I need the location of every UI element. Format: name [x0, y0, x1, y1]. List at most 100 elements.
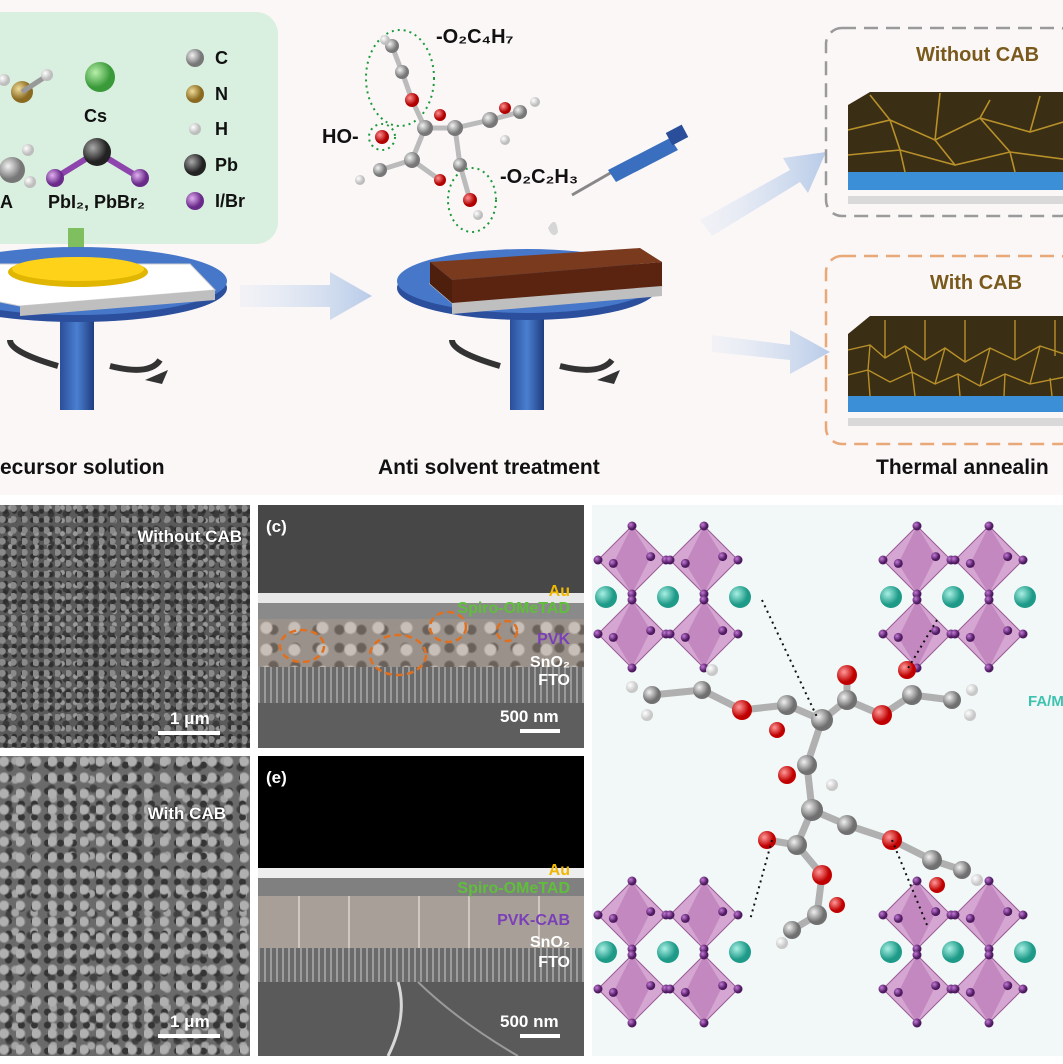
halide-atom	[646, 552, 655, 561]
a-site-cation	[729, 586, 751, 608]
halide-atom	[594, 911, 603, 920]
film-with-cab-icon	[848, 316, 1063, 426]
halide-atom	[700, 877, 709, 886]
halide-atom	[700, 951, 709, 960]
step-2-label: Anti solvent treatment	[378, 456, 600, 480]
sem-d-scale-bar	[158, 1034, 220, 1038]
hydroxyl-group-label: HO-	[322, 126, 359, 149]
pbx6-octahedron	[666, 596, 743, 673]
a-site-cation	[595, 941, 617, 963]
halide-atom	[609, 914, 618, 923]
halide-atom	[894, 559, 903, 568]
halide-atom	[879, 911, 888, 920]
sem-b-scale-bar	[158, 731, 220, 735]
halide-atom	[700, 1019, 709, 1028]
halide-atom	[985, 664, 994, 673]
halide-atom	[681, 633, 690, 642]
halide-atom	[594, 556, 603, 565]
halide-atom	[628, 951, 637, 960]
halide-atom	[966, 559, 975, 568]
halide-atom	[913, 596, 922, 605]
pbx6-octahedron	[951, 596, 1028, 673]
sem-with-cab-panel: With CAB 1 μm	[0, 756, 250, 1056]
cation-legend-partial-label: FA/M	[1028, 693, 1063, 710]
legend-pb-label: Pb	[215, 155, 238, 176]
panel-c-scale-label: 500 nm	[500, 707, 559, 727]
halide-atom	[666, 985, 675, 994]
cab-molecule-icon	[355, 30, 540, 232]
halide-atom	[951, 911, 960, 920]
layer-au-label: Au	[549, 583, 570, 601]
layer-pvk-label: PVK	[537, 631, 570, 649]
halide-atom	[1019, 556, 1028, 565]
halide-atom	[966, 633, 975, 642]
halide-atom	[628, 1019, 637, 1028]
cross-section-without-cab-panel: (c) Au Spiro-OMeTAD PVK SnO₂ FTO 500 nm	[258, 505, 584, 748]
halide-atom	[1019, 911, 1028, 920]
pbx6-octahedron	[666, 522, 743, 599]
pbx6-octahedron	[951, 951, 1028, 1028]
halide-atom	[609, 559, 618, 568]
pbx6-octahedron	[951, 522, 1028, 599]
halide-atom	[594, 630, 603, 639]
top-schematic: C N H Pb I/Br Cs PbI₂, PbBr₂ A -O₂C₄H₇ H…	[0, 0, 1063, 495]
layer-sno2-label: SnO₂	[530, 934, 570, 952]
legend-pb-atom-icon	[184, 154, 206, 176]
sem-d-scale-label: 1 μm	[170, 1012, 210, 1032]
a-site-cation	[942, 941, 964, 963]
halide-atom	[628, 522, 637, 531]
legend-n-atom-icon	[186, 85, 204, 103]
halide-atom	[1019, 985, 1028, 994]
halide-atom	[700, 522, 709, 531]
legend-a-partial-label: A	[0, 192, 13, 213]
without-cab-title: Without CAB	[916, 44, 1039, 67]
halide-atom	[609, 633, 618, 642]
halide-atom	[718, 907, 727, 916]
legend-h-label: H	[215, 119, 228, 140]
halide-atom	[913, 877, 922, 886]
halide-atom	[913, 951, 922, 960]
halide-atom	[1019, 630, 1028, 639]
sem-without-cab-label: Without CAB	[137, 527, 242, 547]
a-site-cation	[1014, 941, 1036, 963]
spin-coater-2	[397, 248, 662, 410]
halide-atom	[931, 626, 940, 635]
halide-atom	[985, 877, 994, 886]
layer-au-label: Au	[549, 862, 570, 880]
legend-ibr-label: I/Br	[215, 191, 245, 212]
halide-atom	[879, 630, 888, 639]
halide-atom	[594, 985, 603, 994]
halide-atom	[1003, 552, 1012, 561]
with-cab-title: With CAB	[930, 272, 1022, 295]
halide-atom	[666, 630, 675, 639]
halide-atom	[646, 907, 655, 916]
panel-e-letter: (e)	[266, 768, 287, 788]
layer-spiro-label: Spiro-OMeTAD	[457, 880, 570, 898]
halide-atom	[718, 626, 727, 635]
halide-atom	[681, 988, 690, 997]
pbi2-molecule-icon	[46, 138, 149, 187]
halide-atom	[681, 914, 690, 923]
a-site-cation	[880, 586, 902, 608]
panel-e-scale-label: 500 nm	[500, 1012, 559, 1032]
a-site-cation	[729, 941, 751, 963]
layer-fto-label: FTO	[538, 954, 570, 972]
halide-atom	[894, 633, 903, 642]
legend-i-atom-icon	[186, 192, 204, 210]
halide-atom	[700, 596, 709, 605]
halide-atom	[931, 552, 940, 561]
halide-atom	[985, 1019, 994, 1028]
halide-atom	[966, 988, 975, 997]
step-1-label: ecursor solution	[0, 456, 165, 480]
layer-pvk-cab-label: PVK-CAB	[497, 912, 570, 930]
legend-n-label: N	[215, 84, 228, 105]
halide-atom	[913, 1019, 922, 1028]
halide-atom	[913, 522, 922, 531]
halide-atom	[718, 552, 727, 561]
layer-fto-label: FTO	[538, 672, 570, 690]
structure-interaction-panel: FA/M	[592, 505, 1063, 1056]
butyrate-group-label: -O₂C₄H₇	[436, 26, 514, 49]
halide-atom	[1003, 981, 1012, 990]
pbx6-octahedron	[951, 877, 1028, 954]
halide-atom	[681, 559, 690, 568]
